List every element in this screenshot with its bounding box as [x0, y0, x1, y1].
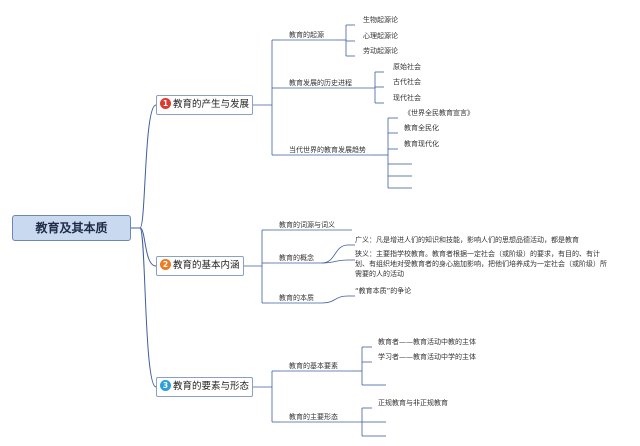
topic-basic-elements[interactable]: 教育的基本要素 [289, 362, 338, 370]
connector-curve-42 [321, 244, 349, 264]
topic-trends[interactable]: 当代世界的教育发展趋势 [289, 146, 366, 154]
branch-1-title: 教育的产生与发展 [173, 99, 250, 110]
leaf-narrow-definition[interactable]: 狭义：主要指学校教育。教育者根据一定社会（或阶级）的要求，有目的、有计划、有组织… [355, 250, 607, 278]
root-node[interactable]: 教育及其本质 [12, 215, 131, 241]
leaf-education-for-all[interactable]: 教育全民化 [404, 124, 439, 132]
leaf-primitive-society[interactable]: 原始社会 [393, 63, 421, 71]
leaf-biological-origin[interactable]: 生物起源论 [363, 16, 398, 24]
topic-concept[interactable]: 教育的概念 [279, 254, 314, 262]
leaf-modern-society[interactable]: 现代社会 [393, 94, 421, 102]
connector-curve-4 [139, 227, 157, 388]
branch-3-title: 教育的要素与形态 [173, 381, 250, 392]
topic-history[interactable]: 教育发展的历史进程 [289, 79, 352, 87]
leaf-broad-definition[interactable]: 广义：凡是增进人们的知识和技能，影响人们的思想品德活动，都是教育 [355, 236, 579, 244]
leaf-essence-debate[interactable]: “教育本质”的争论 [355, 287, 412, 295]
connector-curve-46 [321, 295, 349, 304]
leaf-ancient-society[interactable]: 古代社会 [393, 78, 421, 86]
branch-2-title: 教育的基本内涵 [173, 260, 240, 271]
connector-curve-2 [139, 104, 157, 229]
number-1-badge-icon: 1 [160, 98, 171, 109]
connector-curve-3 [139, 227, 157, 267]
leaf-labor-origin[interactable]: 劳动起源论 [363, 47, 398, 55]
leaf-psychological-origin[interactable]: 心理起源论 [363, 32, 398, 40]
leaf-world-declaration[interactable]: 《世界全民教育宣言》 [404, 109, 474, 117]
connector-curve-43 [321, 259, 349, 264]
topic-main-forms[interactable]: 教育的主要形态 [289, 413, 338, 421]
topic-essence[interactable]: 教育的本质 [279, 294, 314, 302]
topic-origin[interactable]: 教育的起源 [289, 31, 324, 39]
leaf-modernization[interactable]: 教育现代化 [404, 140, 439, 148]
leaf-learner[interactable]: 学习者——教育活动中学的主体 [378, 353, 476, 361]
leaf-formal-informal[interactable]: 正规教育与非正规教育 [378, 399, 448, 407]
topic-etymology[interactable]: 教育的词源与词义 [279, 221, 335, 229]
number-3-badge-icon: 3 [160, 380, 171, 391]
leaf-educator[interactable]: 教育者——教育活动中教的主体 [378, 338, 476, 346]
number-2-badge-icon: 2 [160, 259, 171, 270]
